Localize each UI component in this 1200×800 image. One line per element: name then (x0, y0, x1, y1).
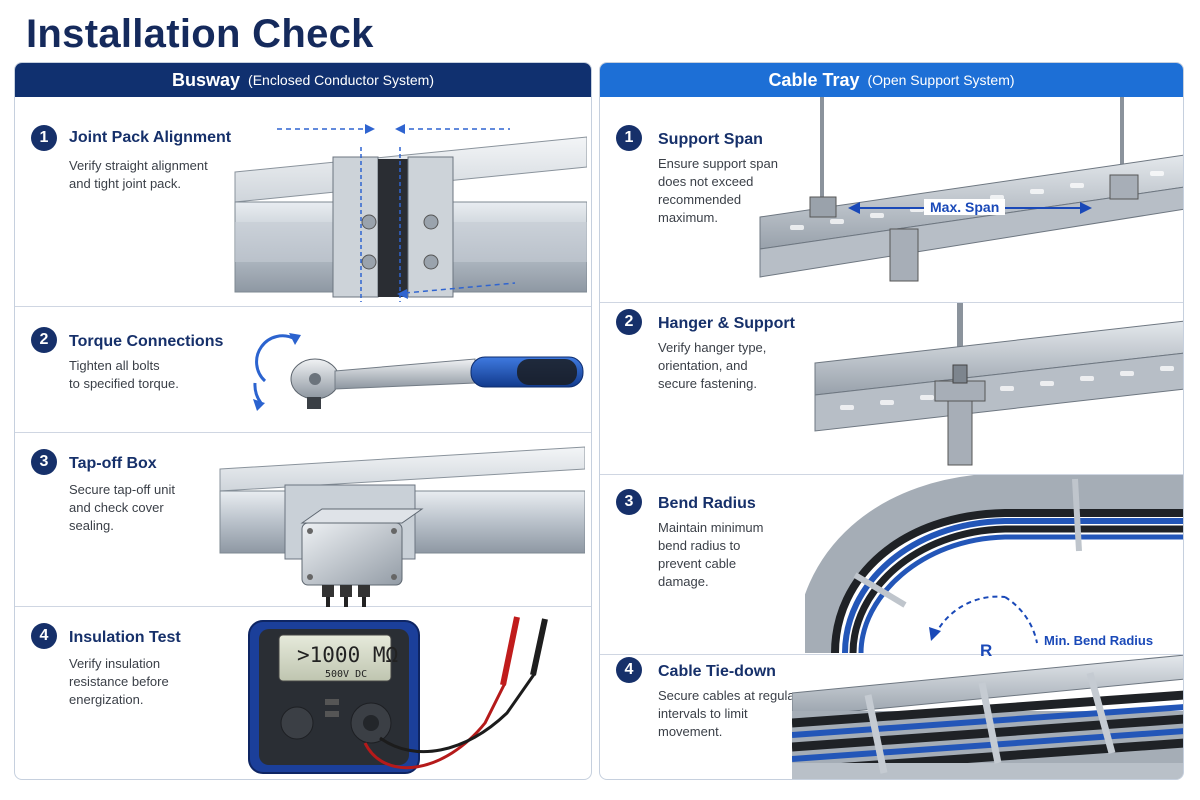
step-number: 2 (31, 327, 57, 353)
step-number: 3 (616, 489, 642, 515)
max-span-label: Max. Span (924, 199, 1006, 215)
cable-tray-header: Cable Tray (Open Support System) (600, 63, 1183, 97)
cable-tray-subtitle: (Open Support System) (867, 72, 1015, 88)
step-number: 1 (31, 125, 57, 151)
hanger-support-illustration (810, 303, 1183, 471)
busway-step-1: 1 Joint Pack Alignment Verify straight a… (15, 97, 591, 307)
cable-tray-title: Cable Tray (768, 69, 860, 90)
step-title: Insulation Test (69, 629, 181, 646)
step-title: Hanger & Support (658, 315, 795, 332)
page-title: Installation Check (26, 12, 374, 56)
bend-r-label: R (980, 641, 993, 660)
step-title: Support Span (658, 131, 763, 148)
bend-radius-illustration (805, 475, 1183, 653)
step-number: 3 (31, 449, 57, 475)
cable-tie-down-illustration (792, 655, 1183, 779)
step-number: 4 (31, 623, 57, 649)
cable-tray-panel: Cable Tray (Open Support System) 1 Suppo… (599, 62, 1184, 780)
step-title: Joint Pack Alignment (69, 129, 232, 146)
tray-step-4: 4 Cable Tie-down Secure cables at regula… (600, 655, 1183, 779)
joint-pack-illustration (215, 117, 587, 302)
tray-step-2: 2 Hanger & Support Verify hanger type,or… (600, 303, 1183, 475)
busway-subtitle: (Enclosed Conductor System) (248, 72, 434, 88)
busway-header: Busway (Enclosed Conductor System) (15, 63, 591, 97)
step-number: 2 (616, 309, 642, 335)
step-number: 1 (616, 125, 642, 151)
step-title: Cable Tie-down (658, 663, 776, 680)
min-bend-radius-label: Min. Bend Radius (1044, 633, 1154, 648)
busway-title: Busway (172, 69, 241, 90)
support-span-illustration (750, 97, 1183, 297)
tap-off-box-illustration (210, 439, 585, 607)
busway-panel: Busway (Enclosed Conductor System) 1 Joi… (14, 62, 592, 780)
step-title: Tap-off Box (69, 455, 157, 472)
torque-wrench-illustration (235, 321, 585, 421)
meter-voltage: 500V DC (325, 669, 368, 680)
insulation-tester-illustration (245, 613, 575, 778)
meter-reading: >1000 MΩ (297, 643, 399, 667)
step-number: 4 (616, 657, 642, 683)
step-title: Bend Radius (658, 495, 756, 512)
step-title: Torque Connections (69, 333, 224, 350)
